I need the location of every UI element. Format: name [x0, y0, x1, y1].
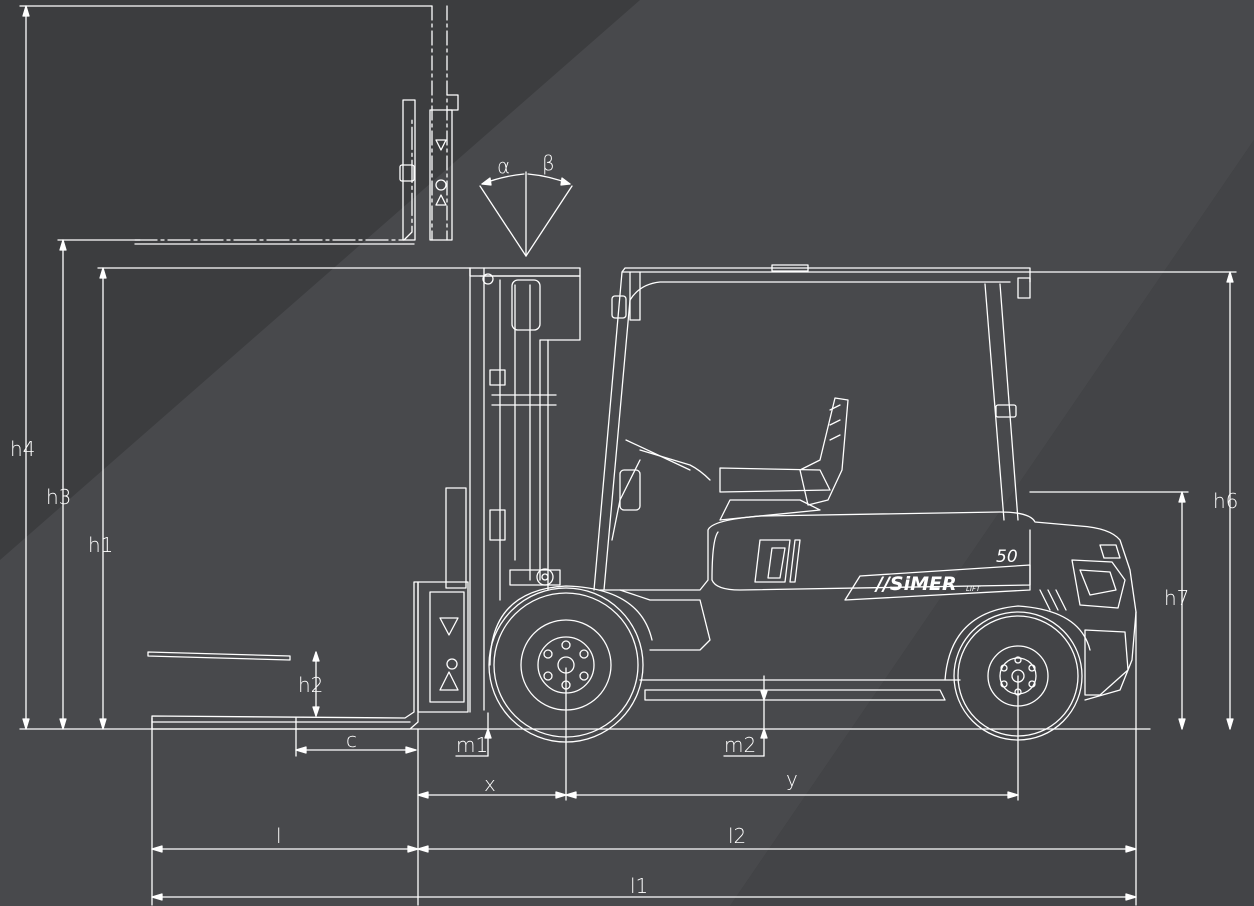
- label-c: c: [346, 728, 357, 752]
- label-h3: h3: [46, 485, 71, 509]
- label-h6: h6: [1213, 489, 1238, 513]
- lowered-carriage: [147, 487, 469, 730]
- dim-m1: [455, 712, 492, 757]
- label-l1: l1: [630, 874, 648, 898]
- dim-l-l2: [151, 611, 1137, 906]
- raised-carriage: [134, 5, 459, 245]
- dim-c: [295, 717, 417, 757]
- front-wheel: [488, 585, 653, 743]
- truck-body: [599, 511, 1137, 701]
- label-m1: m1: [456, 733, 488, 757]
- label-alpha: α: [497, 154, 510, 178]
- tilt-angle-indicator: [479, 171, 573, 257]
- label-y: y: [786, 767, 798, 791]
- dim-h1: [97, 267, 471, 730]
- raised-fork-tip: [147, 651, 291, 661]
- label-l: l: [276, 824, 282, 848]
- rear-wheel: [944, 605, 1091, 741]
- dim-l1: [151, 893, 1137, 901]
- dim-h2: [312, 651, 320, 717]
- dim-h4: [19, 5, 433, 730]
- label-x: x: [484, 772, 496, 796]
- diagonal-right-band: [730, 140, 1254, 906]
- dim-h6: [1029, 271, 1237, 730]
- model-number: 50: [996, 547, 1018, 567]
- seat-and-steering: [611, 397, 849, 541]
- label-h2: h2: [298, 673, 323, 697]
- label-beta: β: [542, 151, 555, 175]
- dim-m2: [723, 675, 768, 757]
- label-h4: h4: [10, 437, 35, 461]
- overhead-guard: [593, 264, 1031, 591]
- label-h7: h7: [1164, 586, 1189, 610]
- dim-x-y: [417, 667, 1019, 906]
- dim-h7: [1029, 491, 1189, 730]
- dim-h3: [57, 239, 141, 730]
- label-l2: l2: [728, 824, 746, 848]
- label-h1: h1: [88, 533, 113, 557]
- brand-suffix: LIFT: [966, 585, 981, 593]
- brand-logo: //SiMER: [874, 573, 957, 595]
- mast: [469, 267, 581, 713]
- label-m2: m2: [724, 733, 756, 757]
- fork: [151, 581, 419, 730]
